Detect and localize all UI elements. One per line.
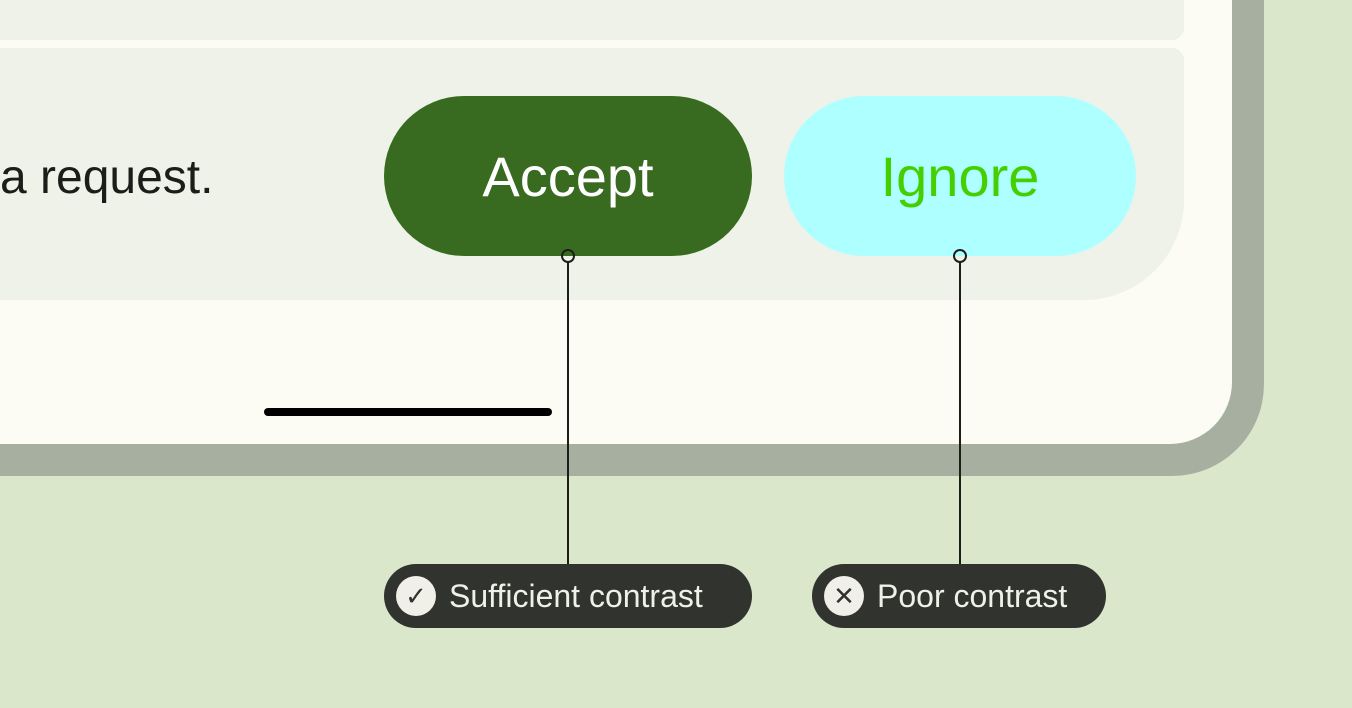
annotation-anchor bbox=[561, 249, 575, 263]
poor-contrast-label: ✕ Poor contrast bbox=[812, 564, 1106, 628]
annotation-anchor bbox=[953, 249, 967, 263]
annotation-line bbox=[567, 262, 569, 564]
annotation-text: Poor contrast bbox=[877, 577, 1068, 614]
home-indicator[interactable] bbox=[264, 408, 552, 416]
annotation-text: Sufficient contrast bbox=[449, 577, 703, 614]
request-message: a request. bbox=[0, 151, 214, 204]
ignore-button[interactable]: Ignore bbox=[784, 96, 1136, 256]
sufficient-contrast-label: ✓ Sufficient contrast bbox=[384, 564, 752, 628]
check-icon: ✓ bbox=[396, 576, 436, 616]
x-icon: ✕ bbox=[824, 576, 864, 616]
annotation-line bbox=[959, 262, 961, 564]
notification-card-top bbox=[0, 0, 1184, 40]
accept-button[interactable]: Accept bbox=[384, 96, 752, 256]
